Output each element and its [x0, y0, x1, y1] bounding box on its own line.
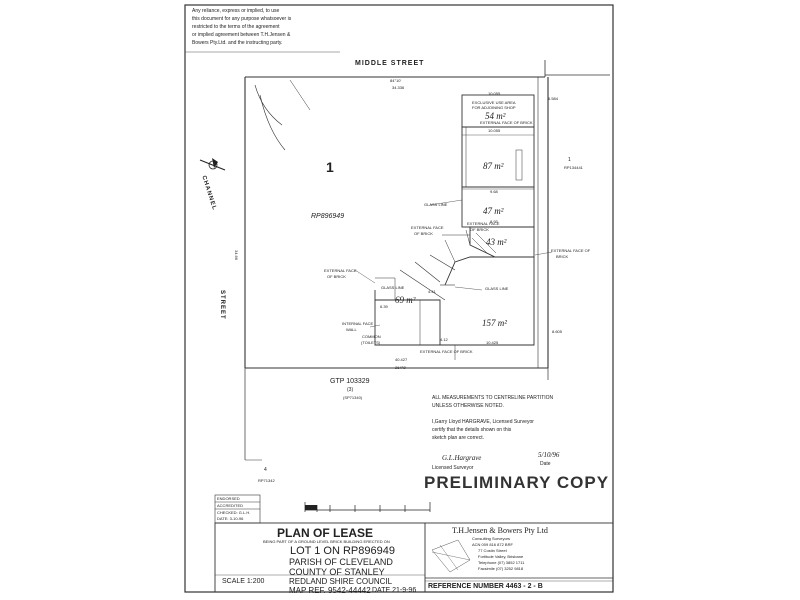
company-telephone: Telephone (07) 3852 1711 — [478, 560, 525, 565]
glass-line-label: GLASS LINE — [485, 286, 509, 291]
gtp-label: GTP 103329 — [330, 378, 370, 385]
dim-right-bottom: 8.605 — [552, 329, 563, 334]
disclaimer-line: this document for any purpose whatsoever… — [192, 16, 292, 22]
dim-d7: 10.425 — [486, 340, 499, 345]
external-face-label: BRICK — [556, 254, 569, 259]
status-date: DATE: 3-10-96 — [217, 516, 244, 521]
plan-parish: PARISH OF CLEVELAND — [289, 557, 393, 567]
certification-line: certify that the details shown on this — [432, 427, 512, 433]
status-accredited: ACCREDITED — [217, 503, 244, 508]
external-face-label: EXTERNAL FACE — [467, 221, 500, 226]
certification-line: sketch plan are correct. — [432, 435, 484, 441]
lot-plan: RP896949 — [311, 213, 345, 220]
date-label: Date — [540, 461, 551, 467]
external-face-label: EXTERNAL FACE OF BRICK — [420, 349, 473, 354]
dim-bottom: 40.427 — [395, 357, 408, 362]
gtp-sub: (SP71340) — [343, 395, 363, 400]
dim-d2: 10.055 — [488, 128, 501, 133]
status-checked: CHECKED: G.L.H. — [217, 510, 251, 515]
plan-scale: SCALE 1:200 — [222, 578, 265, 585]
preliminary-copy-stamp: PRELIMINARY COPY — [424, 473, 610, 492]
company-name: T.H.Jensen & Bowers Pty Ltd — [452, 526, 548, 535]
right-lot-plan: RP134441 — [564, 165, 583, 170]
area-43: 43 m² — [486, 237, 507, 247]
area-47: 47 m² — [483, 206, 504, 216]
dim-bottom-bearing: 264°8' — [395, 365, 407, 370]
plan-map-ref: MAP REF. 9542-44442 — [289, 586, 371, 595]
dim-d4: 8.93 — [490, 219, 498, 224]
middle-street-label: MIDDLE STREET — [355, 60, 425, 67]
area-157: 157 m² — [482, 318, 507, 328]
dim-top-bearing: 84°10' — [390, 78, 402, 83]
dim-left: 34.66 — [234, 250, 239, 261]
gtp-number: (3) — [347, 387, 354, 393]
glass-line-label: GLASS LINE — [424, 202, 448, 207]
dim-d5: 6.39 — [380, 304, 388, 309]
dim-d1: 10.055 — [488, 91, 501, 96]
plan-lot-line: LOT 1 ON RP896949 — [290, 545, 395, 557]
dim-d8: 4.41 — [428, 289, 436, 294]
company-address: 77 Costin Street — [478, 548, 507, 553]
external-face-label: OF BRICK — [470, 227, 489, 232]
company-acn: ACN 009 816 872 BRF — [472, 542, 513, 547]
plan-date: DATE 21-9-96 — [372, 587, 417, 594]
internal-face-label: INTERNAL FACE — [342, 321, 374, 326]
dim-d6: 4.12 — [440, 337, 448, 342]
certification-line: I,Garry Lloyd HARGRAVE, Licensed Surveyo… — [432, 419, 534, 425]
exclusive-label-2: FOR ADJOINING SHOP — [472, 105, 516, 110]
plan-title: PLAN OF LEASE — [277, 526, 374, 540]
measurement-note: ALL MEASUREMENTS TO CENTRELINE PARTITION — [432, 395, 554, 401]
dim-right-top: 6.584 — [548, 96, 559, 101]
signature-date: 5/10/96 — [538, 451, 560, 459]
surveyor-signature: G.L.Hargrave — [442, 454, 482, 462]
measurement-note-2: UNLESS OTHERWISE NOTED. — [432, 403, 504, 409]
dim-top: 34.336 — [392, 85, 405, 90]
area-69: 69 m² — [395, 295, 416, 305]
external-face-label: EXTERNAL FACE — [324, 268, 357, 273]
common-label: COMMON — [362, 334, 381, 339]
plan-subtitle: BEING PART OF A GROUND LEVEL BRICK BUILD… — [263, 539, 390, 544]
plan-county: COUNTY OF STANLEY — [289, 567, 385, 577]
lot-4-plan: RP71342 — [258, 478, 275, 483]
glass-line-label: GLASS LINE — [381, 285, 405, 290]
disclaimer-line: Bowers Pty.Ltd. and the instructing part… — [192, 40, 283, 46]
external-face-label: OF BRICK — [414, 231, 433, 236]
disclaimer-line: or implied agreement between T.H.Jensen … — [192, 32, 291, 38]
company-type: Consulting Surveyors — [472, 536, 511, 541]
status-endorsed: ENDORSED — [217, 496, 240, 501]
external-face-label: EXTERNAL FACE OF — [551, 248, 591, 253]
lot-4-number: 4 — [264, 467, 267, 473]
reference-number: REFERENCE NUMBER 4463 - 2 - B — [428, 583, 543, 590]
plan-council: REDLAND SHIRE COUNCIL — [289, 577, 393, 586]
surveyor-label: Licensed Surveyor — [432, 465, 474, 471]
external-face-label: EXTERNAL FACE — [411, 225, 444, 230]
area-54: 54 m² — [485, 111, 506, 121]
right-lot-number: 1 — [568, 157, 571, 163]
external-face-label: OF BRICK — [327, 274, 346, 279]
disclaimer-line: restricted to the terms of the agreement — [192, 24, 280, 30]
internal-face-label: WALL — [346, 327, 357, 332]
company-fax: Facsimile (07) 3252 9818 — [478, 566, 524, 571]
area-87: 87 m² — [483, 161, 504, 171]
company-address-2: Fortitude Valley, Brisbane — [478, 554, 524, 559]
lot-number: 1 — [326, 159, 334, 175]
disclaimer-line: Any reliance, express or implied, to use — [192, 8, 280, 14]
external-face-label: EXTERNAL FACE OF BRICK — [480, 120, 533, 125]
channel-street-label-2: STREET — [219, 290, 225, 320]
dim-d3: 9.68 — [490, 189, 498, 194]
common-label: (TOILETS) — [361, 340, 381, 345]
exclusive-label: EXCLUSIVE USE AREA — [472, 100, 516, 105]
